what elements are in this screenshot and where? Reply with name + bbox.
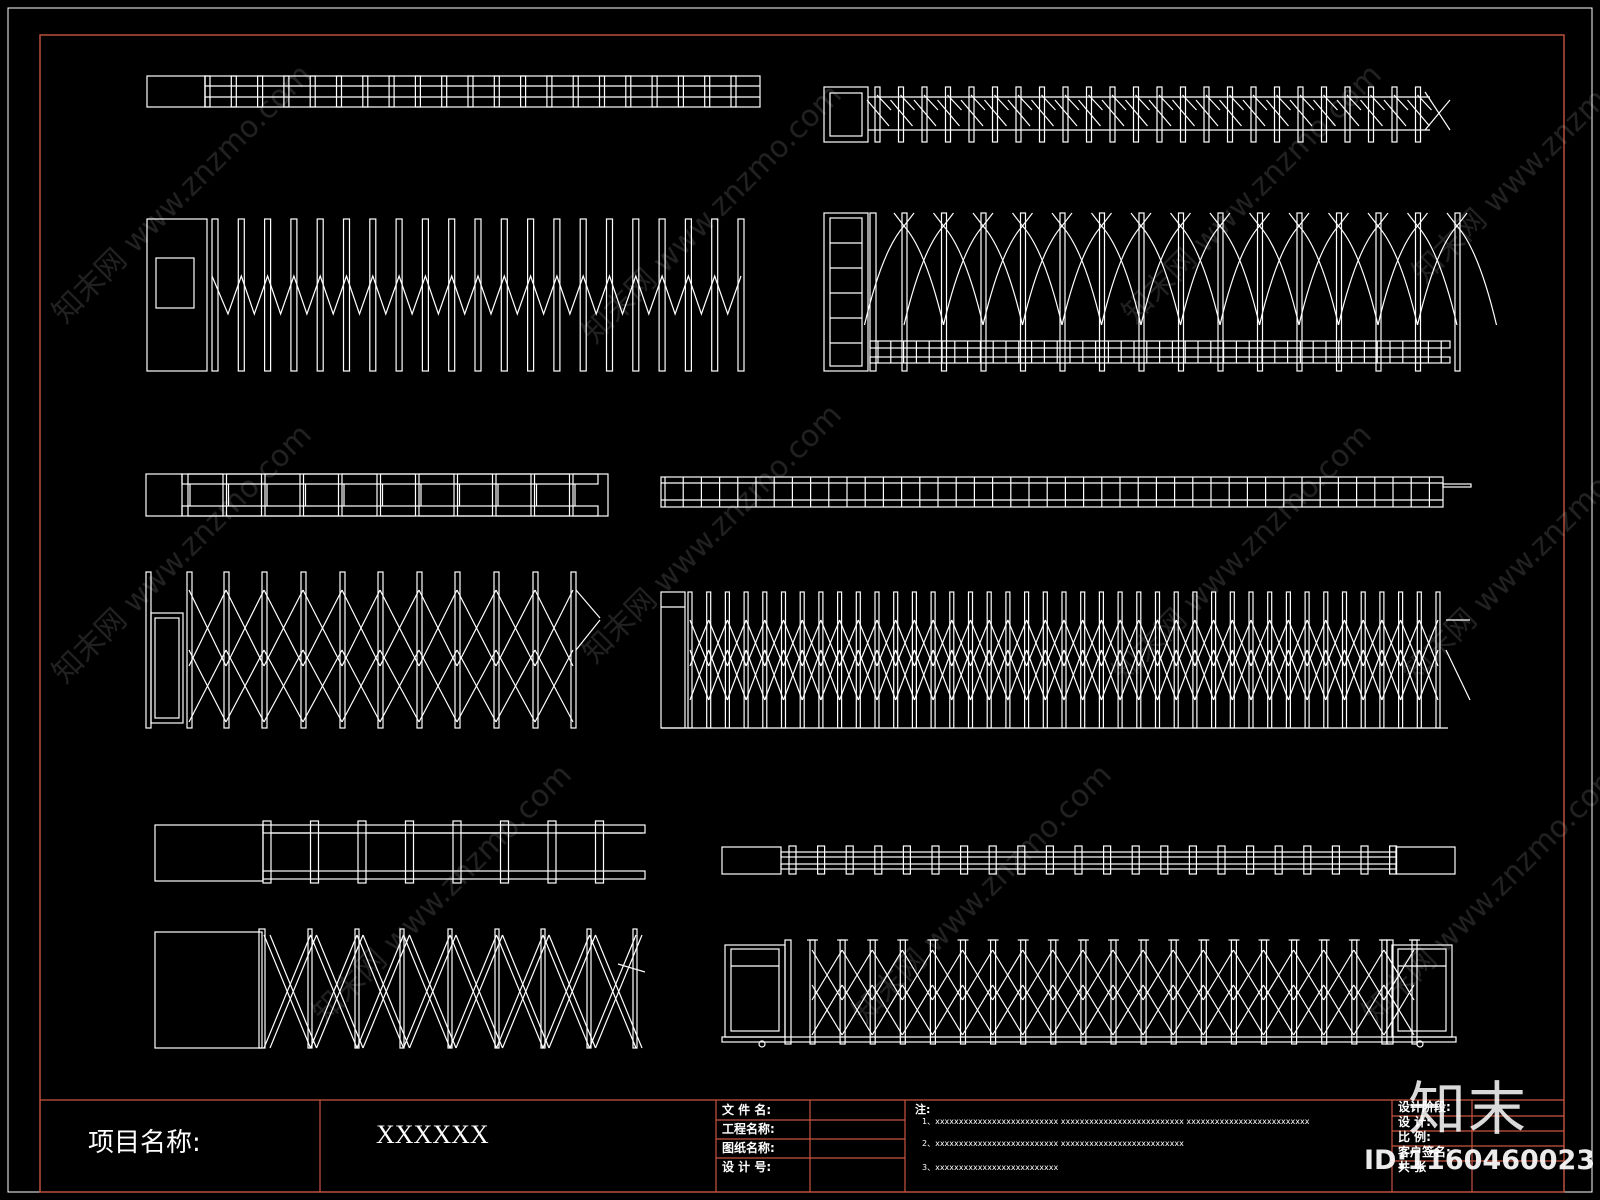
gate-5-plan xyxy=(154,820,646,884)
project-name-value: XXXXXX xyxy=(376,1120,489,1149)
project-name-label: 项目名称: xyxy=(88,1128,201,1158)
note-1: 1、xxxxxxxxxxxxxxxxxxxxxxxxxx xxxxxxxxxxx… xyxy=(922,1117,1310,1126)
gate-2-plan xyxy=(823,86,1451,143)
gate-1-elevation xyxy=(146,218,745,372)
gate-4-plan xyxy=(660,476,1472,508)
title-block-lines xyxy=(40,1099,1564,1192)
notes-label: 注: xyxy=(915,1103,931,1116)
field-designer: 设 计: xyxy=(1398,1115,1431,1129)
gate-3-plan xyxy=(145,473,609,517)
field-project-name: 工程名称: xyxy=(722,1122,775,1136)
gate-5-elevation xyxy=(154,928,646,1049)
field-design-no: 设 计 号: xyxy=(722,1160,772,1174)
note-3: 3、xxxxxxxxxxxxxxxxxxxxxxxxxx xyxy=(922,1163,1059,1172)
drawing-frame xyxy=(7,7,1593,1193)
gate-2-elevation xyxy=(823,212,1498,372)
field-drawing-name: 图纸名称: xyxy=(722,1141,775,1155)
field-file-name: 文 件 名: xyxy=(722,1103,772,1117)
gate-6-elevation xyxy=(721,939,1457,1048)
gate-3-elevation xyxy=(145,571,601,729)
field-scale: 比 例: xyxy=(1398,1130,1431,1144)
gate-4-elevation xyxy=(660,591,1471,729)
field-design-stage: 设计阶段: xyxy=(1398,1100,1451,1114)
field-client-signature: 客户签名: xyxy=(1398,1145,1451,1159)
field-sheet-count: 共 张 xyxy=(1398,1160,1427,1174)
note-2: 2、xxxxxxxxxxxxxxxxxxxxxxxxxx xxxxxxxxxxx… xyxy=(922,1139,1184,1148)
gate-1-plan xyxy=(146,75,761,108)
gate-drawings xyxy=(145,75,1498,1049)
gate-6-plan xyxy=(721,845,1456,875)
